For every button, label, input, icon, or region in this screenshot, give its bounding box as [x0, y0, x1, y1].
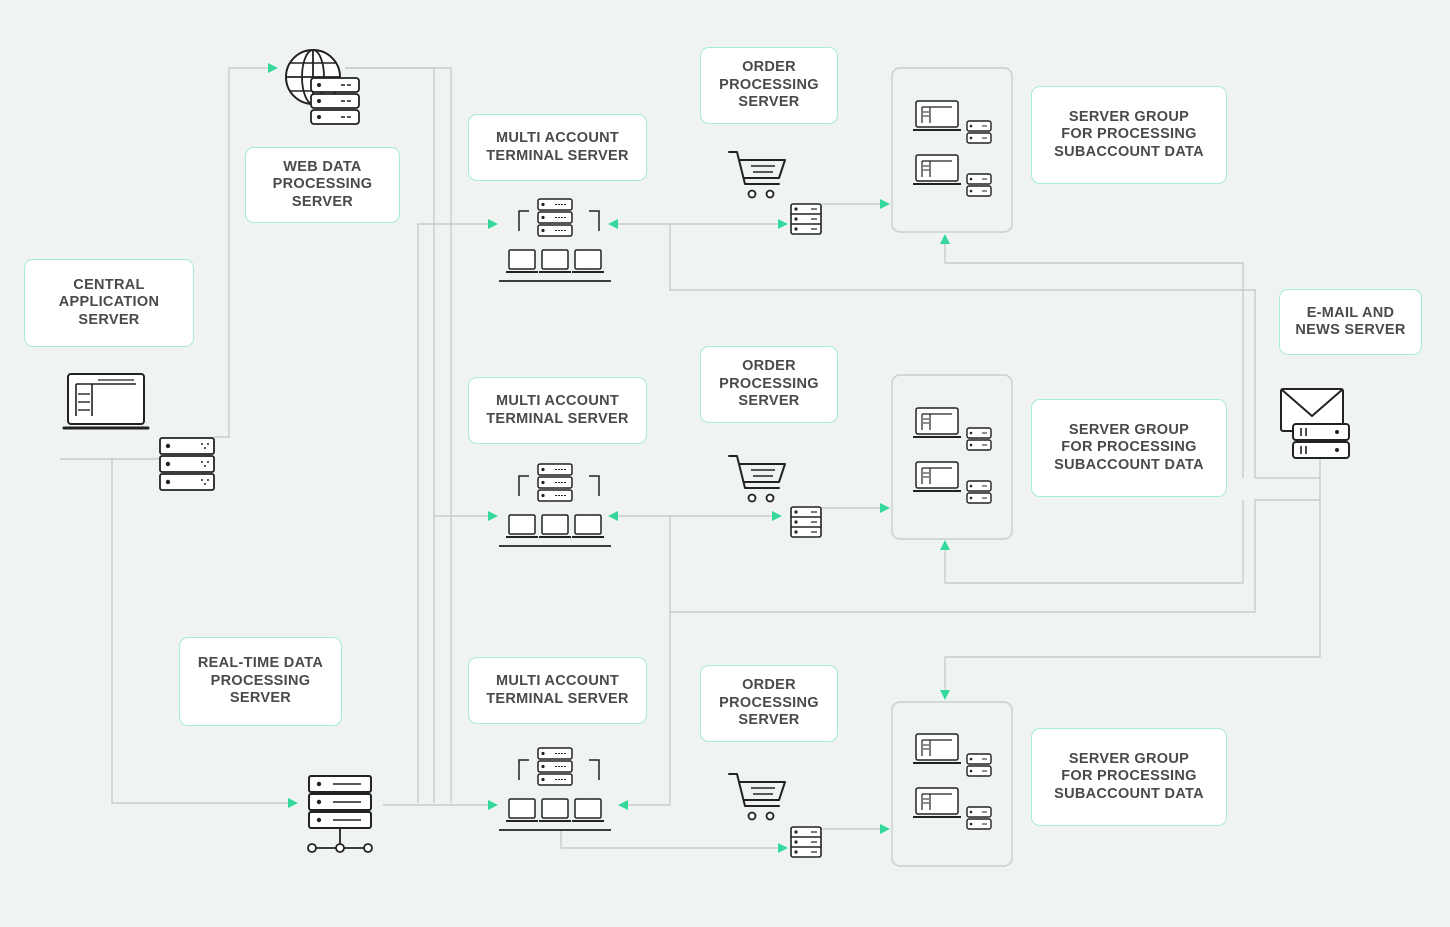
terminal-server-label-2: MULTI ACCOUNT TERMINAL SERVER: [468, 377, 647, 444]
shopping-cart-icon: [728, 455, 786, 503]
shopping-cart-icon: [728, 151, 786, 199]
server-group-box-1: [891, 67, 1013, 233]
shopping-cart-icon: [728, 773, 786, 821]
web-data-processing-server-label: WEB DATA PROCESSING SERVER: [245, 147, 400, 223]
globe-server-icon: [285, 49, 360, 125]
realtime-data-processing-server-label: REAL-TIME DATA PROCESSING SERVER: [179, 637, 342, 726]
server-group-box-3: [891, 701, 1013, 867]
terminal-server-icon: [498, 463, 612, 547]
order-processing-server-label-3: ORDER PROCESSING SERVER: [700, 665, 838, 742]
connector-lines: [60, 67, 1321, 849]
central-application-server-label: CENTRAL APPLICATION SERVER: [24, 259, 194, 347]
server-stack-icon: [790, 826, 822, 858]
arrowheads: [268, 63, 950, 853]
server-group-box-2: [891, 374, 1013, 540]
terminal-server-icon: [498, 198, 612, 282]
laptop-server-group-icon: [913, 734, 991, 829]
server-group-label-1: SERVER GROUP FOR PROCESSING SUBACCOUNT D…: [1031, 86, 1227, 184]
server-group-label-3: SERVER GROUP FOR PROCESSING SUBACCOUNT D…: [1031, 728, 1227, 826]
laptop-server-group-icon: [913, 101, 991, 196]
order-processing-server-label-2: ORDER PROCESSING SERVER: [700, 346, 838, 423]
server-stack-icon: [790, 203, 822, 235]
server-stack-icon: [790, 506, 822, 538]
terminal-server-icon: [498, 747, 612, 831]
terminal-server-label-3: MULTI ACCOUNT TERMINAL SERVER: [468, 657, 647, 724]
laptop-server-group-icon: [913, 408, 991, 503]
server-group-label-2: SERVER GROUP FOR PROCESSING SUBACCOUNT D…: [1031, 399, 1227, 497]
mail-server-icon: [1280, 388, 1350, 459]
order-processing-server-label-1: ORDER PROCESSING SERVER: [700, 47, 838, 124]
laptop-server-icon: [62, 373, 215, 491]
terminal-server-label-1: MULTI ACCOUNT TERMINAL SERVER: [468, 114, 647, 181]
server-network-icon: [307, 775, 373, 853]
email-news-server-label: E-MAIL AND NEWS SERVER: [1279, 289, 1422, 355]
